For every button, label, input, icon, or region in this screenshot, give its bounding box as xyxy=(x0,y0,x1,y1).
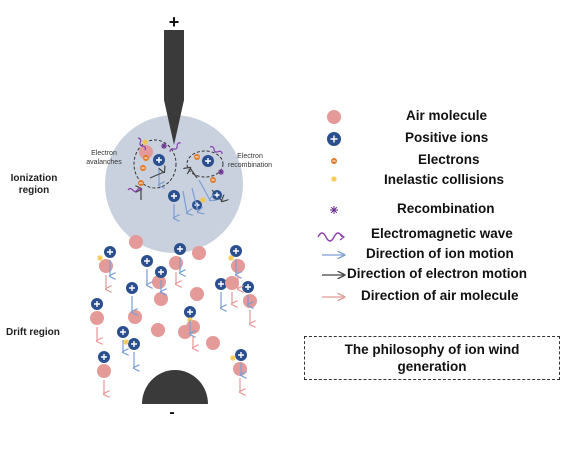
air-molecule xyxy=(206,336,220,350)
positive-ion xyxy=(212,190,222,200)
ion-motion-arrow xyxy=(182,190,187,213)
legend-label-air: Air molecule xyxy=(406,108,488,123)
positive-ion xyxy=(98,351,110,363)
electron xyxy=(143,155,149,161)
collision-spark xyxy=(331,176,337,182)
positive-sign: + xyxy=(169,12,180,32)
air-molecule xyxy=(97,364,111,378)
air-molecule xyxy=(128,310,142,324)
air-molecule xyxy=(225,276,239,290)
legend-label-air_motion: Direction of air molecule xyxy=(361,288,519,303)
particles xyxy=(90,137,257,394)
air-molecule xyxy=(129,235,143,249)
air-molecule xyxy=(99,259,113,273)
negative-sign: - xyxy=(169,404,174,421)
electron xyxy=(331,158,337,164)
positive-ion xyxy=(141,255,153,267)
ionization-line-2: region xyxy=(18,185,50,196)
drift-region-label: Drift region xyxy=(6,327,60,338)
air-molecule xyxy=(151,323,165,337)
legend-label-inelastic: Inelastic collisions xyxy=(384,172,505,187)
em-wave-legend xyxy=(317,232,345,242)
legend-label-recombination: Recombination xyxy=(397,201,495,216)
positive-ion xyxy=(128,338,140,350)
positive-ion xyxy=(91,298,103,310)
em-wave xyxy=(127,187,143,193)
legend-label-electron_motion: Direction of electron motion xyxy=(347,266,528,281)
legend-icons xyxy=(317,110,345,297)
legend-label-ion: Positive ions xyxy=(405,130,489,145)
air-molecule xyxy=(139,145,153,159)
elec-motion-arrow xyxy=(190,168,198,179)
air-molecule xyxy=(192,246,206,260)
positive-ion xyxy=(153,154,165,166)
collision-spark xyxy=(218,169,224,175)
air-molecule xyxy=(178,325,192,339)
collision-spark xyxy=(142,139,148,145)
air-molecule xyxy=(233,362,247,376)
collision-spark xyxy=(97,255,103,261)
electron xyxy=(140,165,146,171)
collision-spark xyxy=(123,339,129,345)
air-molecule xyxy=(169,256,183,270)
ion-motion-arrow xyxy=(191,187,198,212)
ion-motion-arrow xyxy=(198,179,210,200)
positive-ion xyxy=(202,155,214,167)
em-wave xyxy=(169,142,181,153)
positive-ion xyxy=(126,282,138,294)
em-wave xyxy=(137,137,146,151)
air-molecule xyxy=(154,292,168,306)
elec-motion-arrow xyxy=(149,172,164,179)
collision-spark xyxy=(330,206,338,214)
positive-ion xyxy=(117,326,129,338)
positive-ion xyxy=(230,245,242,257)
caption-text: The philosophy of ion wind generation xyxy=(344,342,520,374)
air-molecule xyxy=(90,311,104,325)
air-molecule xyxy=(190,287,204,301)
positive-ion xyxy=(168,190,180,202)
ionization-region-label: Ionization region xyxy=(4,173,64,197)
positive-ion xyxy=(155,266,167,278)
air-molecule xyxy=(243,294,257,308)
positive-ion xyxy=(104,246,116,258)
positive-ion xyxy=(184,306,196,318)
collision-spark xyxy=(230,355,236,361)
ionization-line-1: Ionization xyxy=(10,173,58,184)
electron xyxy=(138,180,144,186)
collision-spark xyxy=(228,255,234,261)
positive-ion xyxy=(174,243,186,255)
air-molecule xyxy=(327,110,341,124)
positive-ion xyxy=(235,349,247,361)
legend-label-em_wave: Electromagnetic wave xyxy=(371,226,513,241)
em-wave xyxy=(209,146,223,155)
collision-spark xyxy=(161,143,167,149)
legend-label-electron: Electrons xyxy=(418,152,480,167)
electron xyxy=(194,154,200,160)
air-molecule xyxy=(231,259,245,273)
avalanche-zone xyxy=(133,139,177,189)
negative-electrode xyxy=(142,370,208,404)
caption-box: The philosophy of ion wind generation xyxy=(304,336,560,380)
positive-electrode xyxy=(164,30,184,145)
legend-label-ion_motion: Direction of ion motion xyxy=(366,246,514,261)
positive-ion xyxy=(215,278,227,290)
positive-ion xyxy=(327,132,341,146)
electron xyxy=(210,177,216,183)
recombination-zone xyxy=(186,150,224,178)
collision-spark xyxy=(200,197,206,203)
positive-ion xyxy=(242,281,254,293)
air-molecule xyxy=(152,275,166,289)
